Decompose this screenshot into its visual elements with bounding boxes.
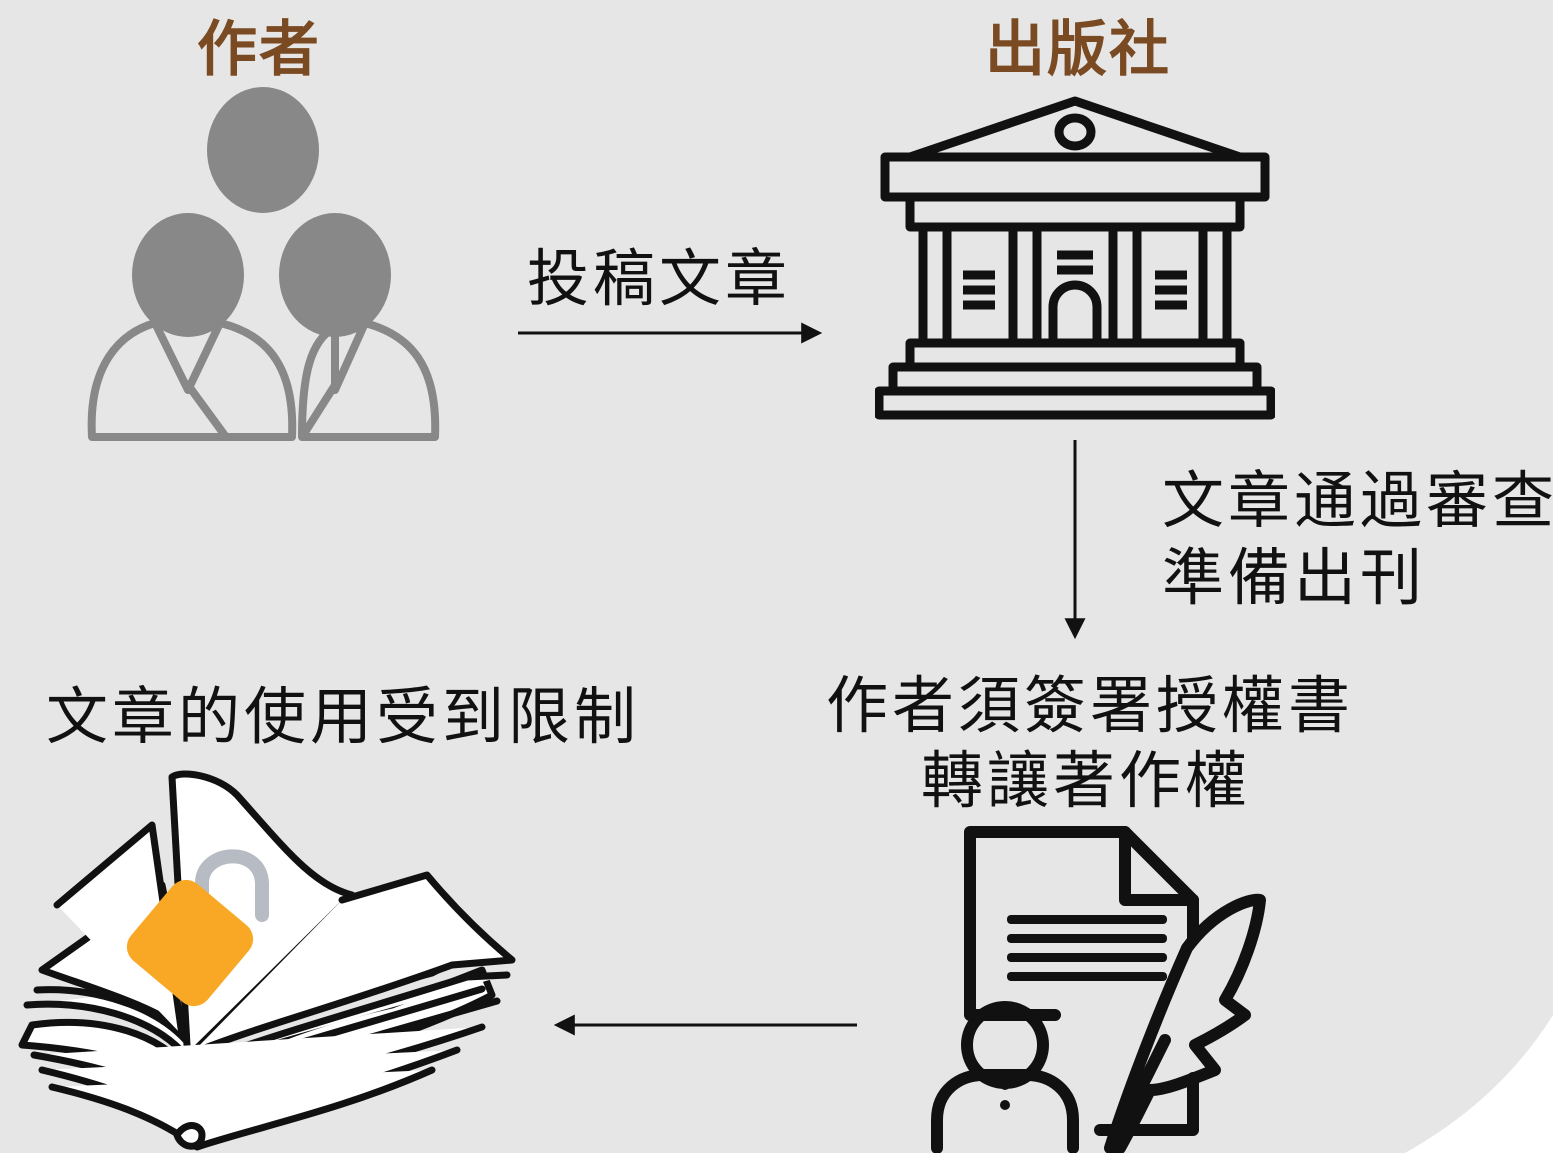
contract-signing-icon [931,826,1266,1153]
publisher-title: 出版社 [985,15,1171,85]
locked-book-icon [18,770,516,1151]
restricted-label: 文章的使用受到限制 [46,680,641,753]
review-label: 文章通過審查 準備出刊 [1162,462,1553,616]
author-title: 作者 [197,15,321,85]
padlock [126,849,269,1007]
authors-group-icon [87,87,440,441]
contract-label-line-2: 轉讓著作權 [920,744,1251,817]
submit-label: 投稿文章 [527,242,792,315]
publisher-building-icon [875,96,1275,420]
contract-label-line-1: 作者須簽署授權書 [826,669,1355,742]
contract-label: 作者須簽署授權書 轉讓著作權 [826,668,1355,818]
review-label-line-1: 文章通過審查 [1162,464,1553,537]
review-label-line-2: 準備出刊 [1162,541,1427,614]
